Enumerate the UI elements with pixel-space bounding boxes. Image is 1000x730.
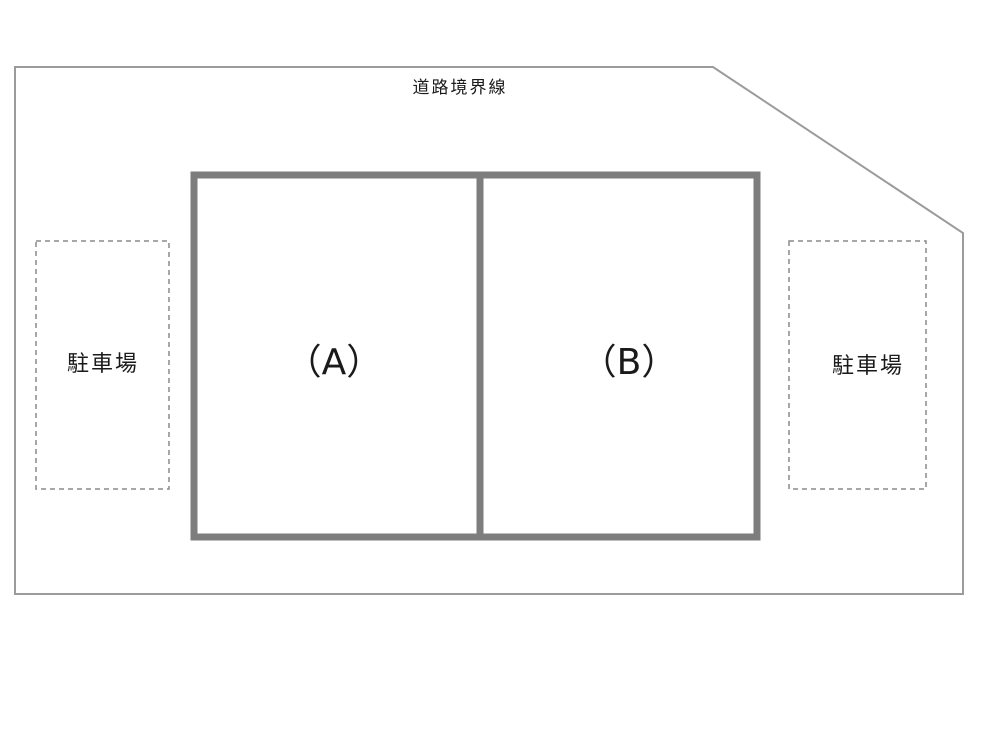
site-boundary-outline [14, 66, 964, 595]
parking-right-outline [788, 240, 927, 490]
parcel-b-label: （B） [581, 342, 678, 383]
parking-right-label: 駐車場 [832, 354, 904, 379]
parcel-block-outline [190, 171, 761, 541]
parking-left-label: 駐車場 [67, 352, 139, 377]
parking-left-outline [35, 240, 170, 490]
parcel-a-label: （A） [286, 342, 383, 383]
road-boundary-label: 道路境界線 [413, 78, 508, 98]
